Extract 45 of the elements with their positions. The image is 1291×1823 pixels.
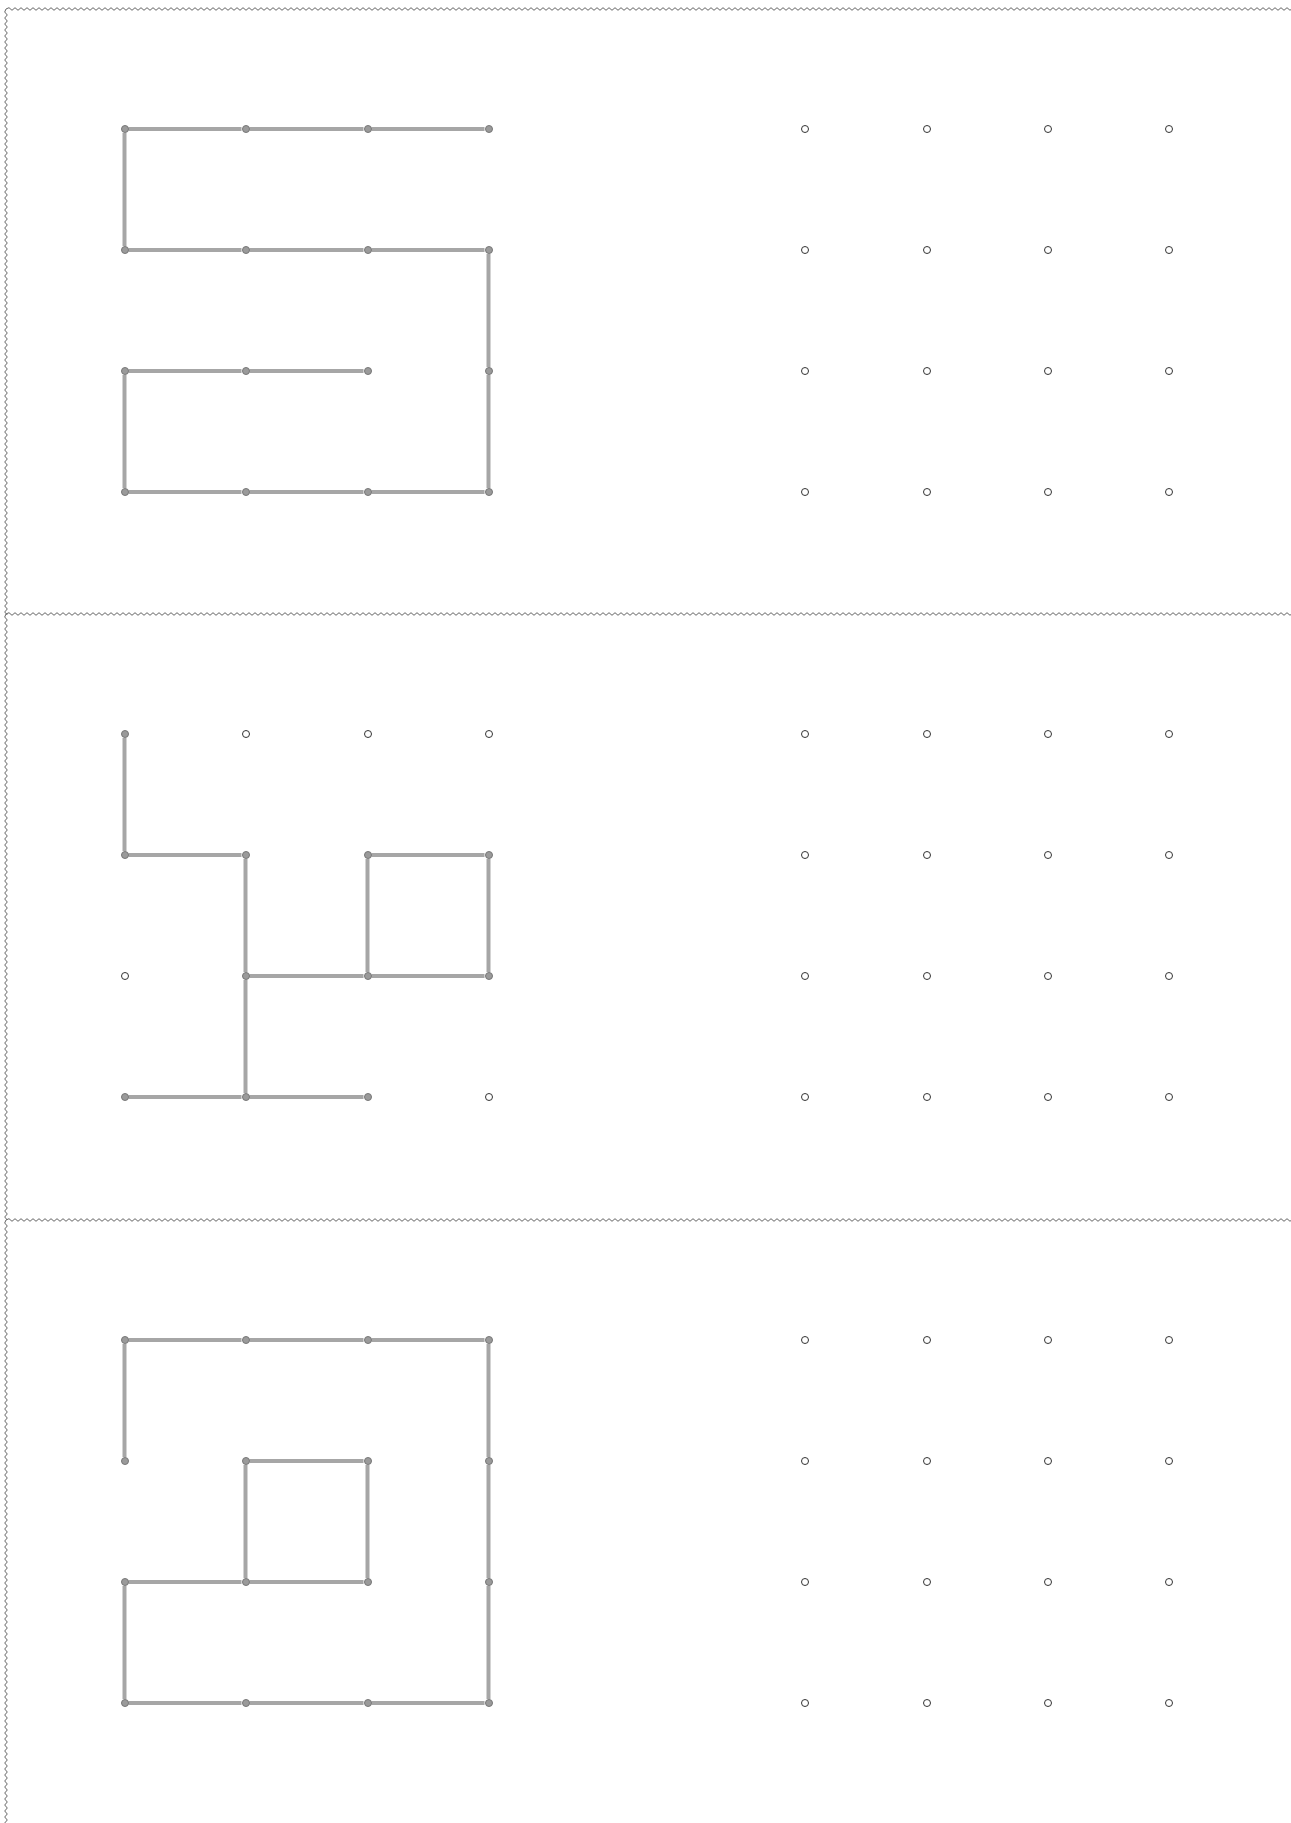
cut-out-panel [6,9,1291,614]
drawn-line [128,1580,242,1584]
drawn-line [249,1338,364,1342]
drawn-line [486,1465,491,1578]
drawn-line [128,853,242,857]
drawn-line [486,1586,491,1699]
drawn-line [371,490,485,494]
drawn-line [128,248,242,252]
cut-out-panel [6,614,1291,1220]
drawn-line [243,859,248,972]
drawn-line [243,1465,248,1578]
drawn-line [371,1701,485,1705]
drawn-line [128,1338,242,1342]
drawn-line [128,369,242,373]
drawn-line [371,974,485,978]
drawn-line [249,369,364,373]
drawn-line [243,980,248,1093]
drawn-line [486,375,491,488]
drawn-line [371,248,485,252]
drawn-line [122,738,127,851]
drawn-line [128,490,242,494]
drawn-line [371,1338,485,1342]
drawn-line [122,375,127,488]
drawn-line [249,127,364,131]
drawn-line [122,1344,127,1457]
drawn-line [122,133,127,246]
drawn-line [122,1586,127,1699]
drawn-line [365,859,370,972]
drawn-line [249,1095,364,1099]
drawn-line [371,127,485,131]
drawn-line [249,1580,364,1584]
cut-out-panel [6,1220,1291,1823]
drawn-line [249,490,364,494]
drawn-line [249,1459,364,1463]
drawn-line [486,1344,491,1457]
drawn-line [249,974,364,978]
drawn-line [128,1095,242,1099]
drawn-line [365,1465,370,1578]
drawn-line [486,254,491,367]
drawn-line [486,859,491,972]
drawn-line [249,248,364,252]
drawn-line [371,853,485,857]
drawn-line [128,1701,242,1705]
drawn-line [128,127,242,131]
drawn-line [249,1701,364,1705]
